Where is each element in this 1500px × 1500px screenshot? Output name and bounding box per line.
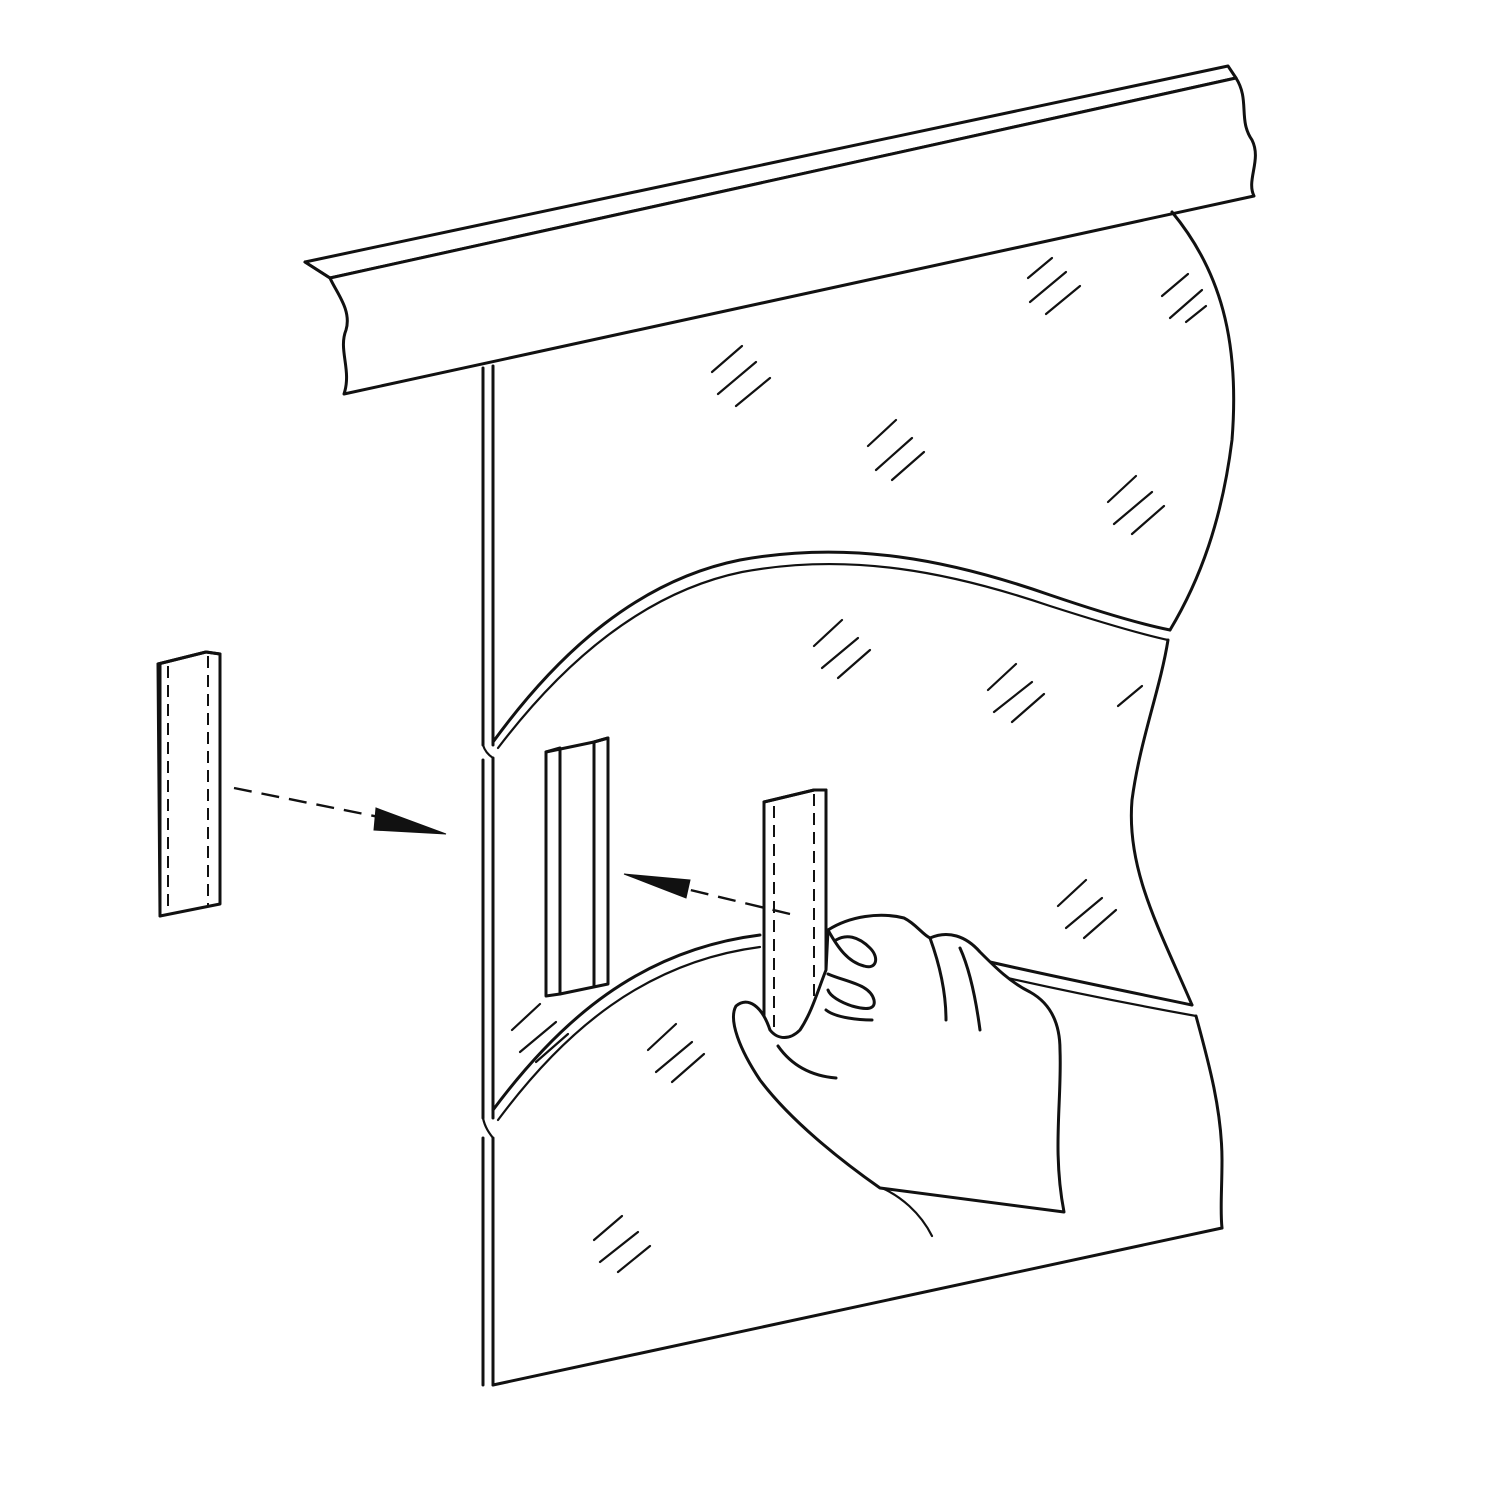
upper-glass-panel	[481, 210, 1236, 750]
arrow-hand-to-panel	[623, 873, 791, 916]
installed-gasket	[544, 736, 610, 998]
arrow-left-to-frame	[233, 786, 447, 835]
panel-joints	[481, 743, 495, 1140]
loose-gasket-left	[156, 650, 222, 918]
hand-icon	[732, 913, 1066, 1238]
top-rail	[303, 64, 1257, 396]
middle-glass-panel	[481, 638, 1198, 1122]
glass-reflection-marks	[510, 256, 1208, 1274]
lower-glass-panel	[481, 1014, 1224, 1387]
